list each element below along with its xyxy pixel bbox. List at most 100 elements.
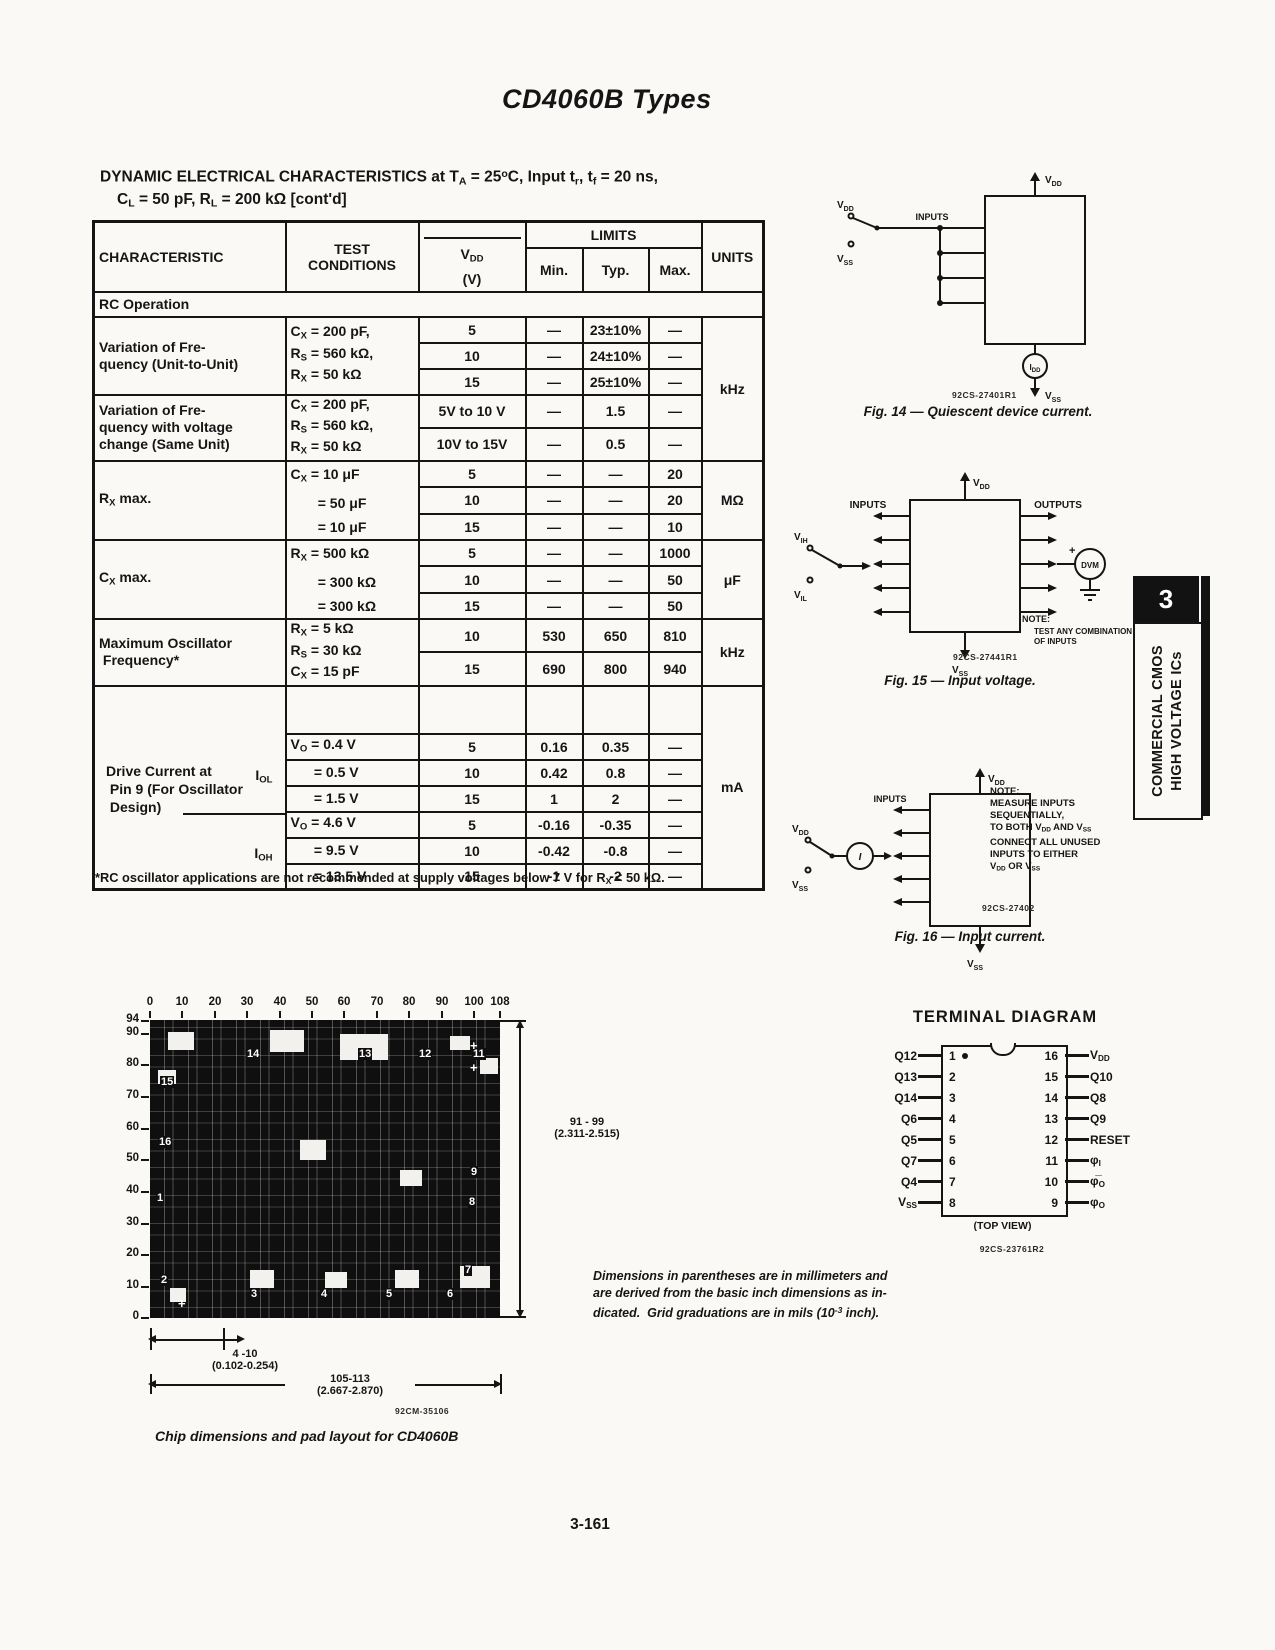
value-cell: 15	[417, 862, 527, 891]
value-cell: 650	[581, 618, 650, 654]
value-cell: 15	[417, 651, 527, 687]
value-cell: 15	[417, 512, 527, 542]
cond-cell: VO = 4.6 V	[284, 810, 420, 839]
value-cell: —	[524, 341, 584, 370]
y-tick: 40	[126, 1184, 139, 1196]
value-cell: —	[581, 565, 650, 594]
vss-bottom-label: VSS	[1045, 391, 1061, 402]
value-cell: 0.42	[524, 758, 584, 787]
die-width-dimension: 105-113 (2.667-2.870)	[285, 1373, 415, 1397]
note-line2: OF INPUTS	[1034, 637, 1077, 646]
pin-stub	[1065, 1054, 1089, 1057]
dvm-label: DVM	[1081, 561, 1099, 570]
value-cell: 530	[524, 618, 584, 654]
pad-number: 13	[358, 1048, 373, 1060]
pin-stub	[918, 1054, 942, 1057]
value-cell: 2	[581, 784, 650, 813]
section-tab-number: 3	[1133, 576, 1199, 622]
x-tick: 108	[490, 996, 510, 1008]
header-units: UNITS	[700, 220, 765, 293]
vss-label: VSS	[967, 959, 983, 972]
value-cell: —	[524, 459, 584, 489]
note-line1: TEST ANY COMBINATION	[1034, 627, 1132, 636]
terminal-diagram-title: TERMINAL DIAGRAM	[912, 1008, 1098, 1026]
pin-label: Q8	[1090, 1090, 1107, 1105]
value-cell: —	[524, 565, 584, 594]
chip-figure-caption: Chip dimensions and pad layout for CD406…	[155, 1428, 459, 1444]
value-cell: —	[647, 426, 703, 462]
value-cell: 50	[647, 565, 703, 594]
y-tick: 94	[126, 1013, 139, 1025]
value-cell: —	[524, 591, 584, 621]
pin-label: Q6	[900, 1111, 917, 1126]
value-cell: 1	[524, 784, 584, 813]
value-cell: —	[524, 367, 584, 396]
alignment-mark: +	[470, 1038, 478, 1053]
dimension-note: Dimensions in parentheses are in millime…	[593, 1269, 888, 1320]
alignment-mark: +	[178, 1296, 186, 1311]
y-tick: 80	[126, 1057, 139, 1069]
value-cell: —	[647, 393, 703, 429]
current-source-label: I	[859, 852, 862, 863]
value-cell: —	[647, 862, 703, 891]
page-title: CD4060B Types	[502, 84, 712, 114]
plus-sign: +	[1069, 545, 1075, 557]
vdd-top-label: VDD	[1045, 175, 1062, 188]
pin-number: 2	[949, 1069, 956, 1084]
cond-cell: CX = 200 pF, RS = 560 kΩ, RX = 50 kΩ	[284, 315, 420, 396]
value-cell: —	[524, 512, 584, 542]
pin1-dot	[962, 1053, 968, 1059]
section-tab-label: COMMERCIAL CMOS HIGH VOLTAGE ICs	[1133, 622, 1203, 820]
pin-stub	[918, 1096, 942, 1099]
pad-number: 6	[446, 1288, 455, 1300]
vdd-label: VDD	[988, 774, 1005, 787]
pin-label: Q9	[1090, 1111, 1107, 1126]
value-cell: -0.16	[524, 810, 584, 839]
value-cell: —	[647, 315, 703, 344]
fig15-caption: Fig. 15 — Input voltage.	[884, 673, 1036, 688]
value-cell: 810	[647, 618, 703, 654]
fig15-input-voltage-schematic: VDD INPUTS OUTPUTS VIH VIL + DVM VSS NOT…	[794, 472, 1132, 678]
units-cell: MΩ	[700, 459, 765, 542]
value-cell: —	[581, 512, 650, 542]
header-typ: Typ.	[581, 246, 650, 293]
units-cell: kHz	[700, 315, 765, 462]
value-cell: 23±10%	[581, 315, 650, 344]
pin-number: 13	[1044, 1111, 1058, 1126]
pad-number: 2	[160, 1274, 169, 1286]
pad-offset-dimension: 4 -10 (0.102-0.254)	[211, 1348, 279, 1372]
pin-number: 6	[949, 1153, 956, 1168]
pin-stub	[1065, 1096, 1089, 1099]
spacer-cell	[417, 684, 527, 735]
idd-meter-label: IDD	[1030, 363, 1042, 374]
value-cell: 5	[417, 315, 527, 344]
pin-number: 9	[1051, 1195, 1058, 1210]
header-max: Max.	[647, 246, 703, 293]
vil-label: VIL	[794, 590, 808, 603]
value-cell: 15	[417, 784, 527, 813]
value-cell: —	[524, 538, 584, 568]
value-cell: —	[581, 538, 650, 568]
pin-stub	[1065, 1138, 1089, 1141]
pin-number: 5	[949, 1132, 956, 1147]
value-cell: 5	[417, 732, 527, 761]
cond-cell: = 13.5 V	[284, 862, 420, 891]
pin-number: 16	[1044, 1048, 1058, 1063]
iol-label: IOL	[255, 766, 273, 785]
pin-number: 10	[1044, 1174, 1058, 1189]
fig14-caption: Fig. 14 — Quiescent device current.	[863, 404, 1093, 419]
pin-label: VSS	[898, 1194, 917, 1211]
spacer-cell	[284, 684, 420, 735]
units-cell: kHz	[700, 618, 765, 687]
fig14-quiescent-current-schematic: VDD VDD VSS INPUTS IDD VSS	[837, 172, 1086, 402]
value-cell: 5	[417, 459, 527, 489]
pin-stub	[1065, 1180, 1089, 1183]
pad-number: 7	[464, 1264, 473, 1276]
value-cell: 10	[417, 565, 527, 594]
value-cell: -0.35	[581, 810, 650, 839]
pin-label: Q12	[894, 1048, 917, 1063]
